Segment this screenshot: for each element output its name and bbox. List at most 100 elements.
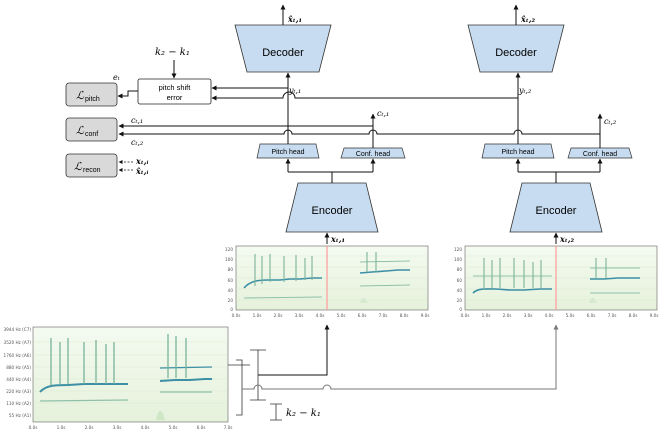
svg-text:6.0s: 6.0s xyxy=(197,425,206,430)
svg-text:ℒ: ℒ xyxy=(76,124,85,137)
c-1-in-label: cₜ,₁ xyxy=(131,116,143,125)
decoder-label-2: Decoder xyxy=(495,47,537,59)
svg-text:120: 120 xyxy=(454,247,462,252)
svg-text:55 Hz (A1): 55 Hz (A1) xyxy=(9,413,31,418)
svg-text:4.0s: 4.0s xyxy=(545,313,554,318)
crop-1-to-encoder xyxy=(258,324,330,376)
crop-brackets xyxy=(236,349,282,421)
y-2-to-error xyxy=(211,91,518,101)
svg-text:3.0s: 3.0s xyxy=(524,313,533,318)
spectrogram-small-2: 120 100 80 60 40 20 0 0.0s 1.0s 2.0s 3.0… xyxy=(454,245,659,318)
svg-text:Conf. head: Conf. head xyxy=(583,151,617,158)
encoder-label-2: Encoder xyxy=(536,205,577,217)
svg-text:ℒ: ℒ xyxy=(74,160,83,173)
y-2-label: yₜ,₂ xyxy=(518,86,531,95)
svg-text:1.0s: 1.0s xyxy=(57,425,66,430)
svg-text:6.0s: 6.0s xyxy=(587,313,596,318)
svg-text:4.0s: 4.0s xyxy=(316,313,325,318)
x-hat-1-label: x̂ₜ,₁ xyxy=(287,14,302,24)
svg-text:4.0s: 4.0s xyxy=(141,425,150,430)
svg-text:3.0s: 3.0s xyxy=(295,313,304,318)
pitch-head-2: Pitch head xyxy=(481,143,555,159)
x-i-label: xₜ,ᵢ xyxy=(135,156,149,166)
pitch-shift-error-box: pitch shift error xyxy=(137,78,212,105)
pitch-loss-box: ℒ pitch xyxy=(65,82,118,107)
svg-text:880 Hz (A5): 880 Hz (A5) xyxy=(6,365,31,370)
x-1-label: xₜ,₁ xyxy=(330,234,345,244)
svg-text:0.0s: 0.0s xyxy=(232,313,241,318)
svg-text:100: 100 xyxy=(225,257,233,262)
svg-text:0: 0 xyxy=(230,307,233,312)
svg-text:3944 Hz (C7): 3944 Hz (C7) xyxy=(3,327,31,332)
svg-text:7.0s: 7.0s xyxy=(379,313,388,318)
spectrogram-large: 3944 Hz (C7) 3520 Hz (A7) 1760 Hz (A6) 8… xyxy=(3,326,233,430)
svg-text:220 Hz (A3): 220 Hz (A3) xyxy=(6,389,31,394)
svg-text:7.0s: 7.0s xyxy=(608,313,617,318)
svg-text:7.0s: 7.0s xyxy=(224,425,233,430)
svg-text:error: error xyxy=(167,93,183,102)
crop-2-to-encoder xyxy=(242,324,559,390)
svg-text:2.0s: 2.0s xyxy=(503,313,512,318)
conf-loss-box: ℒ conf xyxy=(65,117,118,142)
svg-text:0.0s: 0.0s xyxy=(29,425,38,430)
encoder-block-1: Encoder xyxy=(285,182,379,233)
svg-text:0.0s: 0.0s xyxy=(461,313,470,318)
x-2-label: xₜ,₂ xyxy=(559,234,575,244)
conf-head-1: Conf. head xyxy=(340,147,406,159)
recon-loss-box: ℒ recon xyxy=(65,153,118,178)
shift-label-bottom: k₂ − k₁ xyxy=(286,408,321,419)
svg-text:conf: conf xyxy=(85,131,98,138)
svg-text:1.0s: 1.0s xyxy=(482,313,491,318)
svg-text:100: 100 xyxy=(454,257,462,262)
svg-text:60: 60 xyxy=(228,278,234,283)
svg-text:1760 Hz (A6): 1760 Hz (A6) xyxy=(4,353,32,358)
svg-text:recon: recon xyxy=(83,167,101,174)
c-1-label: cₜ,₁ xyxy=(377,109,389,118)
svg-text:20: 20 xyxy=(228,298,234,303)
svg-text:9.0s: 9.0s xyxy=(650,313,659,318)
svg-text:440 Hz (A4): 440 Hz (A4) xyxy=(6,377,31,382)
svg-text:40: 40 xyxy=(228,288,234,293)
encoder-block-2: Encoder xyxy=(509,182,603,233)
svg-text:pitch: pitch xyxy=(85,96,100,103)
svg-text:5.0s: 5.0s xyxy=(337,313,346,318)
error-to-pitch-loss xyxy=(117,90,138,99)
c-2-label: cₜ,₂ xyxy=(604,117,616,126)
conf-head-2: Conf. head xyxy=(567,147,633,159)
svg-text:80: 80 xyxy=(457,267,463,272)
pitch-head-1: Pitch head xyxy=(256,143,320,159)
svg-text:2.0s: 2.0s xyxy=(85,425,94,430)
x-hat-i-label: x̂ₜ,ᵢ xyxy=(135,166,149,176)
svg-text:Pitch head: Pitch head xyxy=(271,149,304,156)
y-1-label: yₜ,₁ xyxy=(288,86,301,95)
decoder-block-1: Decoder xyxy=(234,24,332,73)
svg-text:20: 20 xyxy=(457,298,463,303)
svg-text:80: 80 xyxy=(228,267,234,272)
svg-text:9.0s: 9.0s xyxy=(421,313,430,318)
shift-label-top: k₂ − k₁ xyxy=(155,47,190,58)
error-label: eₜ xyxy=(113,73,120,82)
svg-text:60: 60 xyxy=(457,278,463,283)
svg-text:5.0s: 5.0s xyxy=(169,425,178,430)
decoder-block-2: Decoder xyxy=(467,24,565,73)
c-2-in-label: cₜ,₂ xyxy=(131,138,143,147)
svg-text:Conf. head: Conf. head xyxy=(356,151,390,158)
spectrogram-small-1: 120 100 80 60 40 20 0 0.0s 1.0s 2.0s 3.0… xyxy=(225,245,430,318)
svg-text:120: 120 xyxy=(225,247,233,252)
svg-text:2.0s: 2.0s xyxy=(274,313,283,318)
svg-text:3.0s: 3.0s xyxy=(113,425,122,430)
svg-text:ℒ: ℒ xyxy=(76,89,85,102)
svg-text:pitch shift: pitch shift xyxy=(159,83,192,92)
decoder-label-1: Decoder xyxy=(262,47,304,59)
svg-text:0: 0 xyxy=(459,307,462,312)
svg-text:3520 Hz (A7): 3520 Hz (A7) xyxy=(4,340,32,345)
svg-text:40: 40 xyxy=(457,288,463,293)
svg-text:5.0s: 5.0s xyxy=(566,313,575,318)
encoder-label-1: Encoder xyxy=(312,205,353,217)
svg-text:1.0s: 1.0s xyxy=(253,313,262,318)
svg-text:8.0s: 8.0s xyxy=(400,313,409,318)
svg-text:110 Hz (A2): 110 Hz (A2) xyxy=(6,401,31,406)
svg-text:6.0s: 6.0s xyxy=(358,313,367,318)
